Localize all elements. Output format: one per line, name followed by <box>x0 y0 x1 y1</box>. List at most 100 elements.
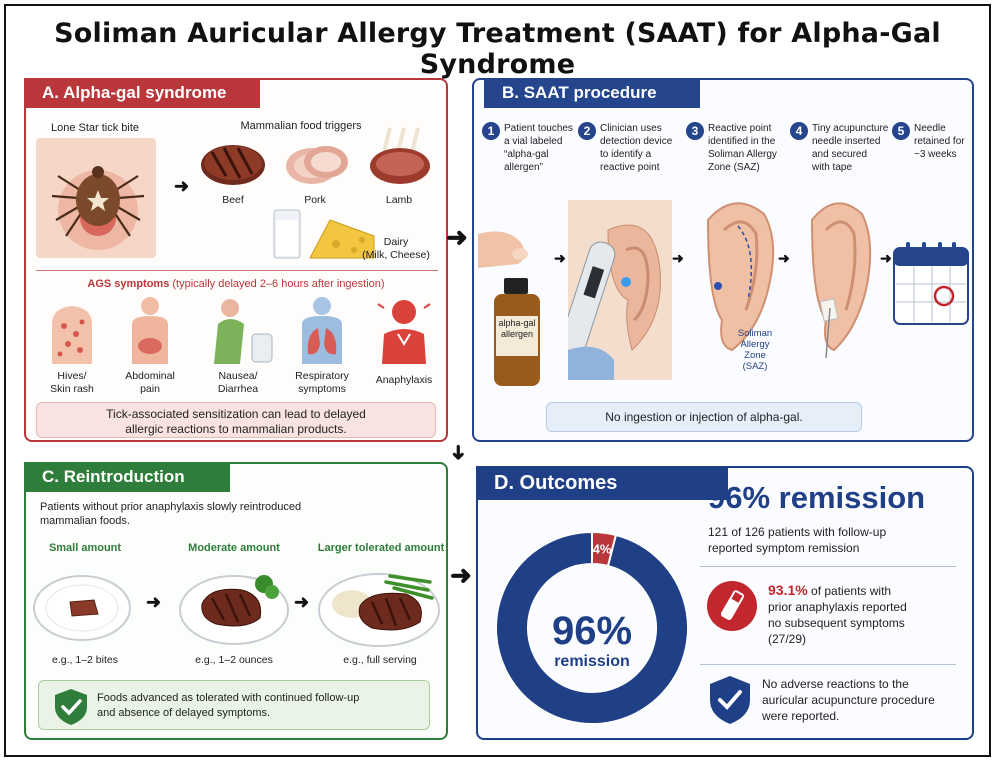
arrow-c-to-d: ➜ <box>450 560 472 590</box>
step-5-l2: retained for <box>914 136 965 147</box>
safety-outcome: No adverse reactions to the auricular ac… <box>762 676 962 724</box>
arrow-step4-5: ➜ <box>880 250 892 266</box>
arrow-step1-2: ➜ <box>554 250 566 266</box>
figure-title: Soliman Auricular Allergy Treatment (SAA… <box>54 18 941 80</box>
symptom-abdominal-l1: Abdominal <box>125 370 175 382</box>
stage-large-example: e.g., full serving <box>343 654 417 666</box>
step-3-l2: identified in the <box>708 136 776 147</box>
summary-text: Tick-associated sensitization can lead t… <box>37 407 435 437</box>
symptoms-note: (typically delayed 2–6 hours after inges… <box>172 278 385 290</box>
panel-reintroduction: C. Reintroduction Patients without prior… <box>24 462 448 740</box>
step-1-text: Patient touches a vial labeled “alpha-gal a… <box>504 122 576 174</box>
summary-line2: allergic reactions to mammalian products… <box>125 422 347 436</box>
symptom-anaphylaxis: Anaphylaxis <box>375 374 433 386</box>
stage-small-title: Small amount <box>48 542 122 554</box>
symptom-abdominal-l2: pain <box>140 383 160 395</box>
arrow-b-to-c: ➜ <box>446 444 469 461</box>
hives-icon <box>52 306 92 364</box>
step-2-number: 2 <box>578 122 596 140</box>
saz-label-l2: Allergy <box>740 339 770 350</box>
panel-b-tag: B. SAAT procedure <box>484 78 700 108</box>
tick-label: Lone Star tick bite <box>50 122 140 134</box>
panel-c-tag: C. Reintroduction <box>24 462 230 492</box>
summary-box: Tick-associated sensitization can lead t… <box>36 402 436 438</box>
blue-shield-check-icon <box>710 676 750 724</box>
headline-subtext-l2: reported symptom remission <box>708 541 860 555</box>
respiratory-icon <box>302 297 342 364</box>
large-portion-plate <box>318 573 440 647</box>
step-4-l2: needle inserted <box>812 136 881 147</box>
safety-l1: No adverse reactions to the <box>762 677 909 691</box>
donut-slice-other <box>591 530 618 568</box>
headline-remission: 96% remission <box>708 480 926 515</box>
step-4-number: 4 <box>790 122 808 140</box>
donut-slice-remission <box>495 530 689 725</box>
dairy-label-line2: (Milk, Cheese) <box>362 249 430 261</box>
food-label-beef: Beef <box>222 194 244 206</box>
step-5-l3: ~3 weeks <box>914 149 957 160</box>
vial-label-l1: alpha-gal <box>498 318 536 328</box>
donut-center-value: 96% <box>552 609 632 653</box>
dairy-label-line1: Dairy <box>383 236 409 248</box>
saz-label-l1: Soliman <box>737 328 773 339</box>
step-1-l2: a vial labeled <box>504 136 563 147</box>
panel-alpha-gal-syndrome: A. Alpha-gal syndrome Lone Star tick bit… <box>24 78 448 442</box>
moderate-portion-plate <box>179 575 289 645</box>
step-2-l3: to identify a <box>600 149 652 160</box>
step-1-l1: Patient touches <box>504 123 573 134</box>
tick-bite-illustration <box>36 138 156 258</box>
food-label-pork: Pork <box>304 194 326 206</box>
step-2-l2: detection device <box>600 136 673 147</box>
procedure-note: No ingestion or injection of alpha-gal. <box>605 410 803 424</box>
anaphylaxis-l1: of patients with <box>807 584 892 598</box>
divider <box>36 270 438 271</box>
step-5-l1: Needle <box>914 123 946 134</box>
step-3-l1: Reactive point <box>708 123 772 134</box>
arrow-stage1-2: ➜ <box>146 592 162 612</box>
saz-label-l3: Zone <box>744 350 766 361</box>
symptom-respiratory-l1: Respiratory <box>295 370 349 382</box>
epinephrine-pen-icon <box>707 581 757 631</box>
food-label-lamb: Lamb <box>385 194 413 206</box>
reintro-intro-l1: Patients without prior anaphylaxis slowl… <box>40 501 302 513</box>
vial-illustration <box>478 231 540 386</box>
panel-outcomes: D. Outcomes 4% 96% remission 96% remissi… <box>476 466 974 740</box>
reintro-footer-l1: Foods advanced as tolerated with continu… <box>97 692 360 704</box>
needle-ear-illustration <box>810 202 872 359</box>
symptoms-title: AGS symptoms <box>87 278 170 290</box>
reintro-footer-text: Foods advanced as tolerated with continu… <box>97 691 427 721</box>
safety-l2: auricular acupuncture procedure <box>762 693 935 707</box>
lamb-icon <box>370 127 430 184</box>
foods-heading: Mammalian food triggers <box>240 120 362 132</box>
anaphylaxis-outcome: 93.1% of patients with prior anaphylaxis… <box>768 582 958 647</box>
remission-donut-chart: 4% 96% remission <box>495 530 689 725</box>
panel-d-tag: D. Outcomes <box>476 466 728 500</box>
reintro-footer-l2: and absence of delayed symptoms. <box>97 707 271 719</box>
headline-subtext-l1: 121 of 126 patients with follow-up <box>708 525 887 539</box>
step-1-l3: “alpha-gal <box>504 149 549 160</box>
divider-2 <box>700 664 956 665</box>
stage-small-example: e.g., 1–2 bites <box>52 654 118 666</box>
symptom-nausea-l1: Nausea/ <box>218 370 258 382</box>
headline-subtext: 121 of 126 patients with follow-up report… <box>708 524 968 556</box>
panel-a-tag: A. Alpha-gal syndrome <box>24 78 260 108</box>
pork-icon <box>286 146 348 184</box>
arrow-tick-to-foods: ➜ <box>174 176 190 196</box>
stage-moderate-title: Moderate amount <box>188 542 280 554</box>
symptom-hives: Hives/Skin rash <box>32 370 112 396</box>
step-4-l1: Tiny acupuncture <box>812 123 889 134</box>
symptom-hives-l2: Skin rash <box>50 383 94 395</box>
arrow-step3-4: ➜ <box>778 250 790 266</box>
saz-label-l4: (SAZ) <box>742 361 768 372</box>
step-3-l4: Zone (SAZ) <box>708 162 760 173</box>
step-1-l4: allergen” <box>504 162 543 173</box>
symptom-nausea-l2: Diarrhea <box>217 383 259 395</box>
symptom-nausea: Nausea/Diarrhea <box>198 370 278 396</box>
step-5-text: Needle retained for ~3 weeks <box>914 122 974 161</box>
green-shield-check-icon <box>55 689 87 725</box>
